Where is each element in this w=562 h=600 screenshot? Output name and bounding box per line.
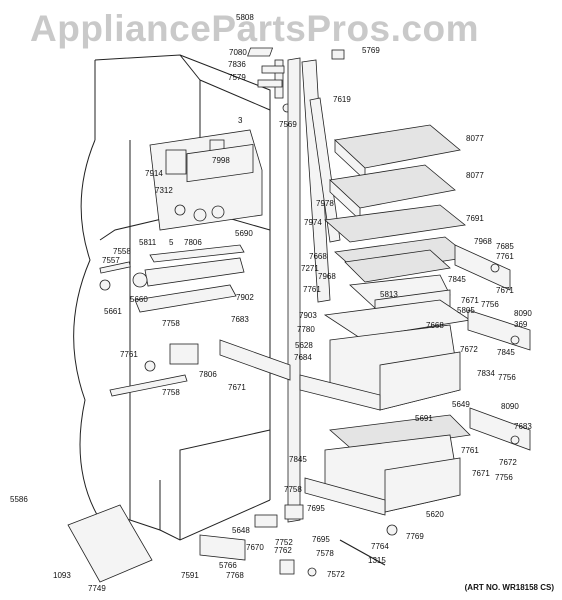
part-callout-7758: 7758 [162, 388, 180, 397]
part-callout-5805: 5805 [457, 306, 475, 315]
part-callout-7671: 7671 [461, 296, 479, 305]
part-callout-7845: 7845 [497, 348, 515, 357]
part-callout-7761: 7761 [120, 350, 138, 359]
watermark: AppliancePartsPros.com [30, 8, 479, 49]
part-callout-7761: 7761 [461, 446, 479, 455]
part-callout-7312: 7312 [155, 186, 173, 195]
part-callout-7974: 7974 [304, 218, 322, 227]
part-callout-7780: 7780 [297, 325, 315, 334]
part-callout-5660: 5660 [130, 295, 148, 304]
part-callout-7749: 7749 [88, 584, 106, 593]
part-callout-7762: 7762 [274, 546, 292, 555]
part-callout-7672: 7672 [499, 458, 517, 467]
part-callout-8090: 8090 [501, 402, 519, 411]
part-callout-7569: 7569 [279, 120, 297, 129]
part-callout-7695: 7695 [307, 504, 325, 513]
part-callout-7685: 7685 [496, 242, 514, 251]
part-callout-7579: 7579 [228, 73, 246, 82]
part-callout-7836: 7836 [228, 60, 246, 69]
part-callout-5628: 5628 [295, 341, 313, 350]
part-callout-1093: 1093 [53, 571, 71, 580]
part-callout-7752: 7752 [275, 538, 293, 547]
part-callout-8077: 8077 [466, 134, 484, 143]
part-callout-7764: 7764 [371, 542, 389, 551]
part-callout-7968: 7968 [474, 237, 492, 246]
part-callout-8090: 8090 [514, 309, 532, 318]
part-callout-5813: 5813 [380, 290, 398, 299]
part-callout-7683: 7683 [514, 422, 532, 431]
part-callout-7578: 7578 [316, 549, 334, 558]
part-callout-7758: 7758 [162, 319, 180, 328]
part-callout-7769: 7769 [406, 532, 424, 541]
art-number: (ART NO. WR18158 CS) [464, 583, 554, 592]
part-callout-7834: 7834 [477, 369, 495, 378]
part-callout-7670: 7670 [246, 543, 264, 552]
part-callout-7761: 7761 [303, 285, 321, 294]
part-callout-7691: 7691 [466, 214, 484, 223]
part-callout-5691: 5691 [415, 414, 433, 423]
part-callout-7619: 7619 [333, 95, 351, 104]
part-callout-8077: 8077 [466, 171, 484, 180]
control-housing [149, 129, 263, 231]
part-callout-7845: 7845 [448, 275, 466, 284]
shelf-rails-right [454, 244, 531, 451]
part-callout-5690: 5690 [235, 229, 253, 238]
part-callout-7671: 7671 [472, 469, 490, 478]
bottom-parts [67, 504, 398, 583]
part-callout-5649: 5649 [452, 400, 470, 409]
callout-labels: 5808 7080 7836 7579 5769 7619 3 7569 7998 7914 807… [10, 13, 532, 593]
part-callout-7968: 7968 [318, 272, 336, 281]
part-callout-7978: 7978 [316, 199, 334, 208]
part-callout-7591: 7591 [181, 571, 199, 580]
part-callout-7684: 7684 [294, 353, 312, 362]
part-callout-7672: 7672 [460, 345, 478, 354]
part-callout-369: 369 [514, 320, 528, 329]
part-callout-7806: 7806 [184, 238, 202, 247]
part-callout-7671: 7671 [496, 286, 514, 295]
part-callout-1315: 1315 [368, 556, 386, 565]
part-callout-7756: 7756 [498, 373, 516, 382]
part-callout-7998: 7998 [212, 156, 230, 165]
part-callout-7668: 7668 [426, 321, 444, 330]
part-callout-7761: 7761 [496, 252, 514, 261]
part-callout-7756: 7756 [495, 473, 513, 482]
part-callout-7758: 7758 [284, 485, 302, 494]
shelf-rails-left [99, 204, 291, 397]
part-callout-7668: 7668 [309, 252, 327, 261]
part-callout-5811: 5811 [139, 238, 157, 247]
part-callout-7572: 7572 [327, 570, 345, 579]
part-callout-7914: 7914 [145, 169, 163, 178]
part-callout-7080: 7080 [229, 48, 247, 57]
part-callout-5586: 5586 [10, 495, 28, 504]
part-callout-7671: 7671 [228, 383, 246, 392]
part-callout-7845: 7845 [289, 455, 307, 464]
part-callout-7271: 7271 [301, 264, 319, 273]
part-callout-7557: 7557 [102, 256, 120, 265]
part-callout-5766: 5766 [219, 561, 237, 570]
part-callout-7695: 7695 [312, 535, 330, 544]
part-callout-7756: 7756 [481, 300, 499, 309]
part-callout-5620: 5620 [426, 510, 444, 519]
crisper-pans [299, 274, 472, 516]
part-callout-7902: 7902 [236, 293, 254, 302]
shelves [324, 124, 471, 283]
part-callout-7806: 7806 [199, 370, 217, 379]
part-callout-5661: 5661 [104, 307, 122, 316]
part-callout-7558: 7558 [113, 247, 131, 256]
mullion-rail [287, 57, 341, 523]
part-callout-5808: 5808 [236, 13, 254, 22]
part-callout-5: 5 [169, 238, 174, 247]
part-callout-7768: 7768 [226, 571, 244, 580]
part-callout-7683: 7683 [231, 315, 249, 324]
part-callout-3: 3 [238, 116, 243, 125]
part-callout-5648: 5648 [232, 526, 250, 535]
part-callout-5769: 5769 [362, 46, 380, 55]
part-callout-7903: 7903 [299, 311, 317, 320]
